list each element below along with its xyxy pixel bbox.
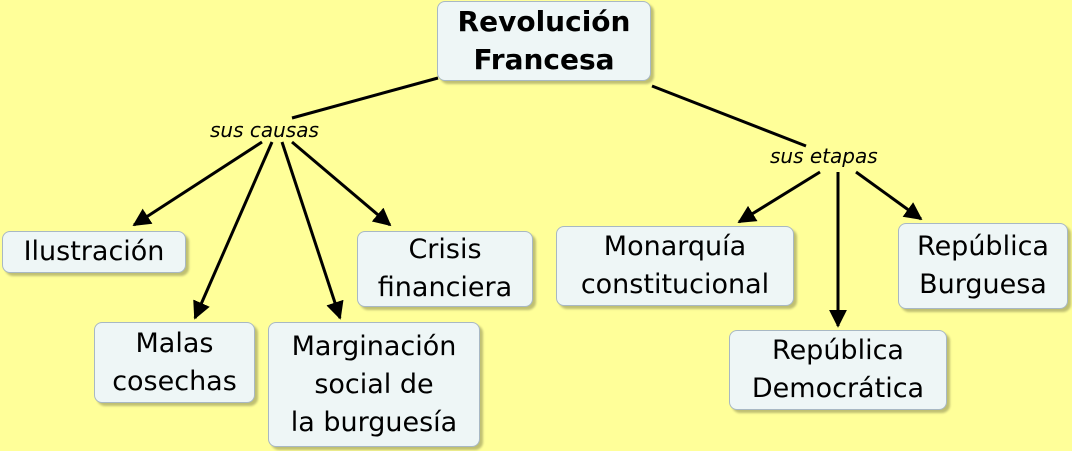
node-malas-cosechas[interactable]: Malas cosechas [94,322,255,403]
arrow-to-republica-burguesa [855,170,923,221]
linking-phrase-causes: sus causas [210,118,319,142]
arrow-to-ilustracion [132,140,263,227]
arrow-to-malas-cosechas [193,141,274,320]
link-root-stages [651,84,807,148]
arrow-to-monarquia [737,170,821,224]
linking-phrase-stages: sus etapas [770,144,878,168]
arrow-to-crisis [291,140,392,227]
node-republica-burguesa[interactable]: República Burguesa [898,223,1068,309]
node-crisis-financiera[interactable]: Crisis financiera [357,231,533,307]
link-root-causes [291,76,439,120]
node-marginacion[interactable]: Marginación social de la burguesía [268,322,480,447]
node-monarquia-constitucional[interactable]: Monarquía constitucional [556,226,794,306]
root-node[interactable]: Revolución Francesa [437,1,651,81]
node-ilustracion[interactable]: Ilustración [2,231,186,273]
node-republica-democratica[interactable]: República Democrática [729,330,947,410]
arrow-to-marginacion [280,141,344,320]
